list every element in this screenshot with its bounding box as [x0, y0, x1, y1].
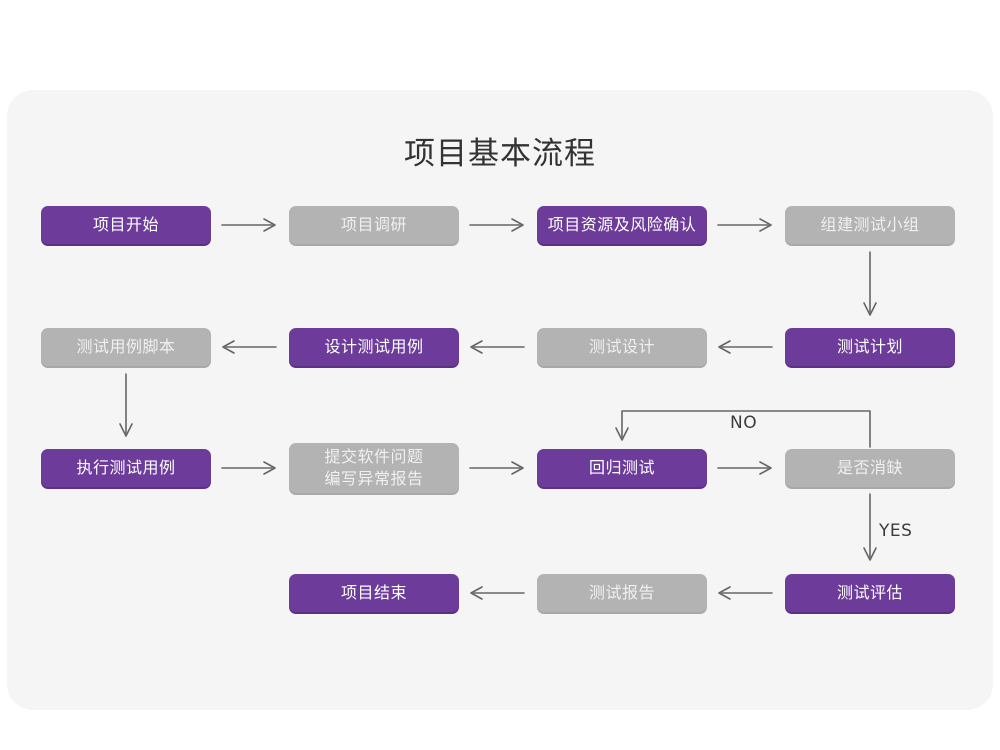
- node-test-plan[interactable]: 测试计划: [785, 328, 955, 366]
- node-submit-issue-write-report[interactable]: 提交软件问题 编写异常报告: [289, 443, 459, 493]
- node-project-start[interactable]: 项目开始: [41, 206, 211, 244]
- node-design-test-cases[interactable]: 设计测试用例: [289, 328, 459, 366]
- node-test-report[interactable]: 测试报告: [537, 574, 707, 612]
- node-project-research[interactable]: 项目调研: [289, 206, 459, 244]
- node-resource-and-risk-confirm[interactable]: 项目资源及风险确认: [537, 206, 707, 244]
- node-build-test-team[interactable]: 组建测试小组: [785, 206, 955, 244]
- node-test-evaluation[interactable]: 测试评估: [785, 574, 955, 612]
- node-test-design[interactable]: 测试设计: [537, 328, 707, 366]
- edge-label-yes: YES: [879, 521, 913, 541]
- page-title: 项目基本流程: [404, 136, 596, 172]
- node-execute-test-cases[interactable]: 执行测试用例: [41, 449, 211, 487]
- node-regression-test[interactable]: 回归测试: [537, 449, 707, 487]
- node-project-end[interactable]: 项目结束: [289, 574, 459, 612]
- edge-label-no: NO: [730, 413, 758, 433]
- node-test-case-script[interactable]: 测试用例脚本: [41, 328, 211, 366]
- node-defect-resolved-check[interactable]: 是否消缺: [785, 449, 955, 487]
- diagram-card: [7, 90, 993, 710]
